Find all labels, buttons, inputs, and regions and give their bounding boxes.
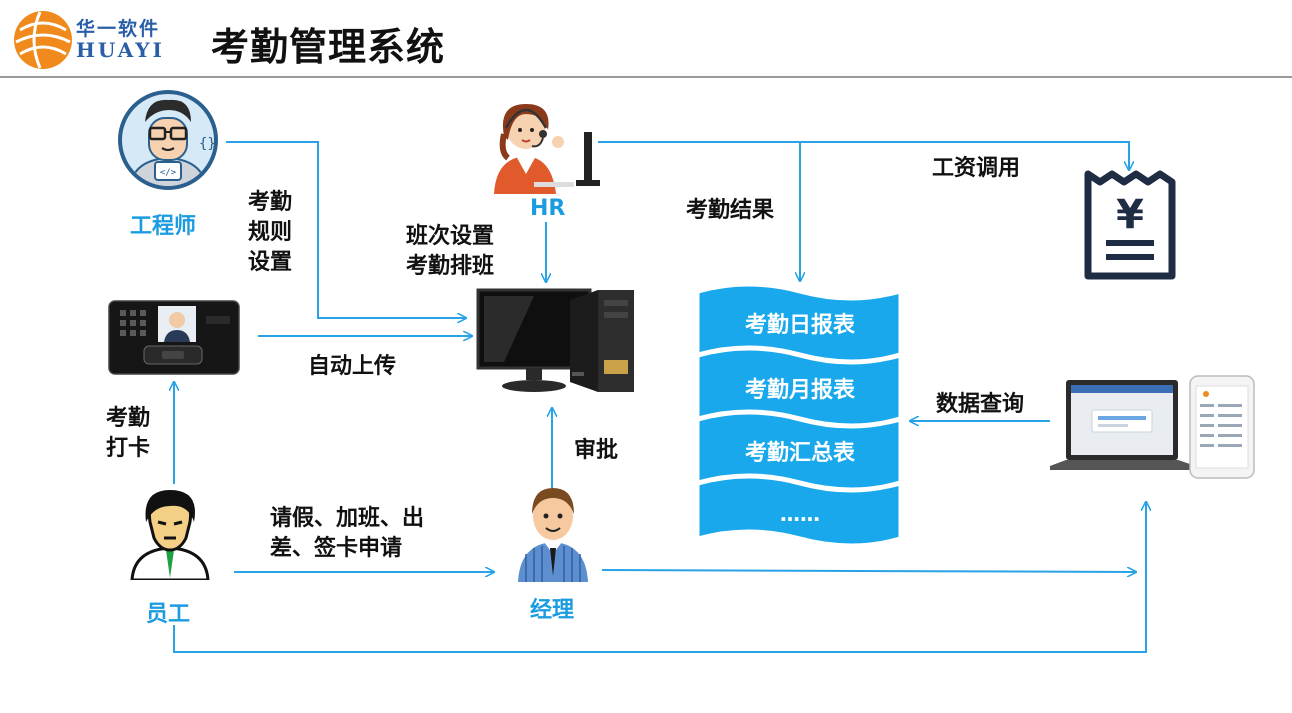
page-title: 考勤管理系统: [211, 25, 446, 69]
auto-upload-label: 自动上传: [308, 354, 397, 379]
employee-label: 员工: [146, 602, 191, 627]
engineer-avatar-icon: </> {}: [118, 90, 218, 190]
report-stack-icon: [696, 283, 902, 547]
attendance-terminal-icon: [108, 300, 240, 375]
data-query-label: 数据查询: [936, 392, 1025, 417]
hr-to-salary-arrow: [598, 141, 1129, 170]
logo-english-name: HUAYI: [76, 38, 165, 62]
logo-globe-icon: [14, 11, 72, 69]
approve-label: 审批: [574, 438, 619, 463]
engineer-to-computer-arrow: [226, 141, 466, 318]
punch-label: 考勤打卡: [106, 406, 151, 461]
more-reports-label: ……: [780, 502, 820, 526]
manager-avatar-icon: [518, 488, 588, 582]
summary-report-label: 考勤汇总表: [744, 441, 855, 466]
salary-label: 工资调用: [932, 156, 1021, 181]
rules-setting-label: 考勤规则设置: [248, 190, 293, 275]
svg-text:</>: </>: [160, 168, 177, 178]
employee-avatar-icon: [130, 490, 210, 580]
hr-agent-icon: [494, 104, 600, 194]
employee-to-devices-arrow: [173, 502, 1146, 653]
leave-request-label: 请假、加班、出差、签卡申请: [270, 506, 425, 561]
attendance-result-label: 考勤结果: [686, 198, 775, 223]
logo-chinese-name: 华一软件: [76, 18, 161, 40]
yen-symbol: ¥: [1116, 192, 1144, 238]
manager-to-devices-arrow: [601, 570, 1136, 572]
daily-report-label: 考勤日报表: [744, 313, 855, 338]
svg-text:{}: {}: [199, 136, 216, 152]
manager-label: 经理: [530, 598, 575, 623]
salary-receipt-icon: ¥: [1084, 170, 1176, 280]
hr-label: HR: [530, 196, 566, 221]
engineer-label: 工程师: [130, 214, 197, 239]
computer-icon: [476, 288, 634, 392]
monthly-report-label: 考勤月报表: [744, 378, 855, 403]
header-divider: [0, 76, 1292, 78]
laptop-phone-icon: [1050, 375, 1255, 479]
shift-setting-label: 班次设置考勤排班: [406, 224, 495, 279]
